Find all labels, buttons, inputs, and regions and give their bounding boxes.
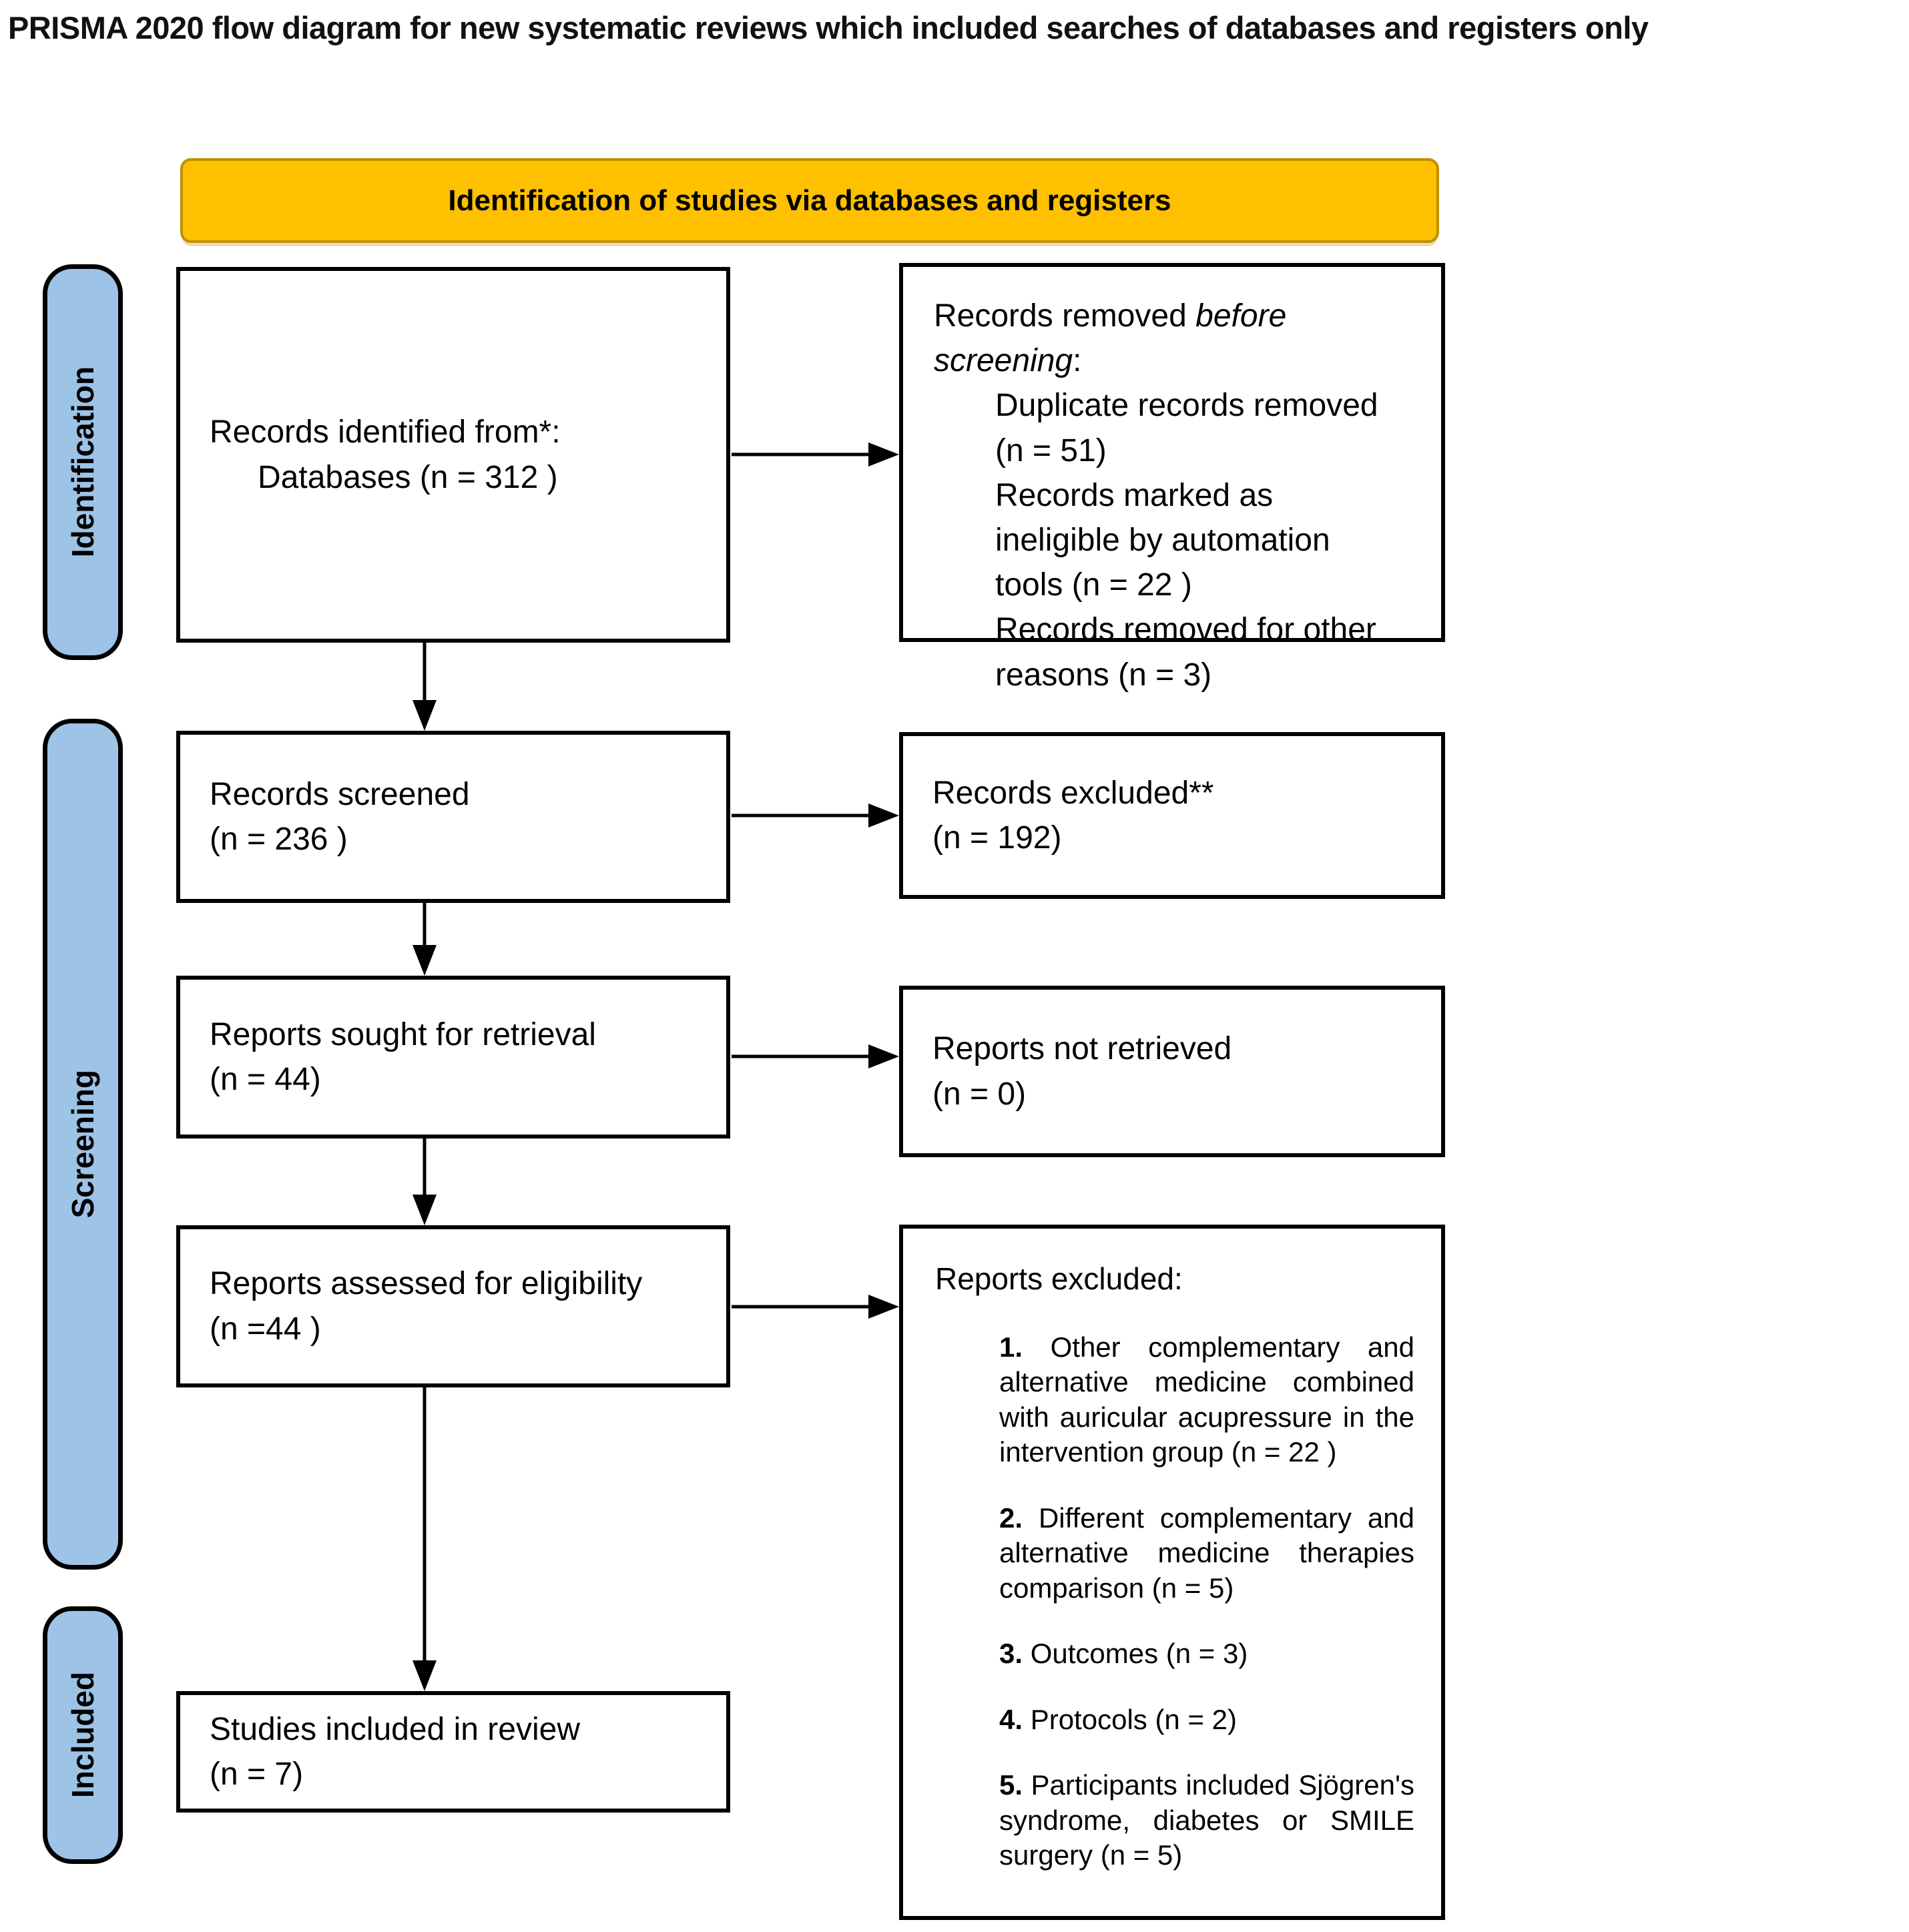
reports-excluded-title: Reports excluded: bbox=[935, 1261, 1183, 1296]
box-reports-sought: Reports sought for retrieval (n = 44) bbox=[176, 976, 730, 1139]
stage-label-included: Included bbox=[65, 1672, 100, 1799]
arrow-identified-to-removed bbox=[732, 442, 899, 466]
reports-excluded-item-4: 4. Protocols (n = 2) bbox=[999, 1703, 1238, 1735]
reports-assessed-line1: Reports assessed for eligibility bbox=[210, 1266, 643, 1302]
records-excluded-line1: Records excluded** bbox=[932, 775, 1214, 811]
stage-bar-included: Included bbox=[43, 1606, 123, 1864]
studies-included-line2: (n = 7) bbox=[210, 1756, 304, 1792]
studies-included-line1: Studies included in review bbox=[210, 1711, 580, 1747]
banner-label: Identification of studies via databases … bbox=[448, 184, 1171, 217]
records-screened-line1: Records screened bbox=[210, 776, 470, 812]
page-title: PRISMA 2020 flow diagram for new systema… bbox=[8, 10, 1649, 45]
reports-not-retrieved-line1: Reports not retrieved bbox=[932, 1031, 1232, 1067]
box-reports-not-retrieved: Reports not retrieved (n = 0) bbox=[899, 986, 1445, 1157]
box-records-excluded: Records excluded** (n = 192) bbox=[899, 732, 1445, 899]
box-reports-excluded: Reports excluded: 1. Other complementary… bbox=[899, 1225, 1445, 1920]
arrow-identified-to-screened bbox=[413, 643, 437, 731]
reports-excluded-item-3: 3. Outcomes (n = 3) bbox=[999, 1638, 1248, 1670]
reports-sought-line2: (n = 44) bbox=[210, 1062, 321, 1097]
records-identified-line2: Databases (n = 312 ) bbox=[258, 459, 558, 495]
records-removed-italic: before screening bbox=[934, 298, 1287, 379]
reports-sought-line1: Reports sought for retrieval bbox=[210, 1016, 596, 1052]
box-reports-assessed: Reports assessed for eligibility (n =44 … bbox=[176, 1225, 730, 1387]
stage-bar-screening: Screening bbox=[43, 719, 123, 1570]
box-studies-included: Studies included in review (n = 7) bbox=[176, 1691, 730, 1813]
arrow-sought-to-assessed bbox=[413, 1139, 437, 1225]
stage-bar-identification: Identification bbox=[43, 264, 123, 660]
reports-assessed-line2: (n =44 ) bbox=[210, 1311, 321, 1347]
arrow-assessed-to-reports-excluded bbox=[732, 1295, 899, 1319]
arrow-screened-to-excluded bbox=[732, 803, 899, 828]
reports-excluded-item-5: 5. Participants included Sjögren's syndr… bbox=[999, 1769, 1414, 1871]
box-records-identified: Records identified from*: Databases (n =… bbox=[176, 267, 730, 643]
arrow-assessed-to-included bbox=[413, 1387, 437, 1691]
removed-item-automation: Records marked as ineligible by automati… bbox=[995, 477, 1330, 603]
records-removed-heading: Records removed before screening: bbox=[934, 298, 1287, 379]
records-screened-line2: (n = 236 ) bbox=[210, 822, 348, 857]
arrow-sought-to-notretrieved bbox=[732, 1044, 899, 1068]
banner-identification-of-studies: Identification of studies via databases … bbox=[180, 158, 1439, 243]
box-records-removed-before-screening: Records removed before screening: Duplic… bbox=[899, 263, 1445, 693]
removed-item-duplicates: Duplicate records removed (n = 51) bbox=[995, 388, 1378, 468]
reports-excluded-item-2: 2. Different complementary and alternati… bbox=[999, 1502, 1414, 1604]
box-records-screened: Records screened (n = 236 ) bbox=[176, 731, 730, 903]
records-identified-line1: Records identified from*: bbox=[210, 414, 561, 450]
records-excluded-line2: (n = 192) bbox=[932, 820, 1062, 856]
arrow-screened-to-sought bbox=[413, 903, 437, 976]
reports-not-retrieved-line2: (n = 0) bbox=[932, 1076, 1027, 1112]
stage-label-screening: Screening bbox=[65, 1070, 100, 1219]
stage-label-identification: Identification bbox=[65, 366, 100, 558]
reports-excluded-item-1: 1. Other complementary and alternative m… bbox=[999, 1331, 1414, 1468]
removed-item-other: Records removed for other reasons (n = 3… bbox=[995, 612, 1376, 693]
